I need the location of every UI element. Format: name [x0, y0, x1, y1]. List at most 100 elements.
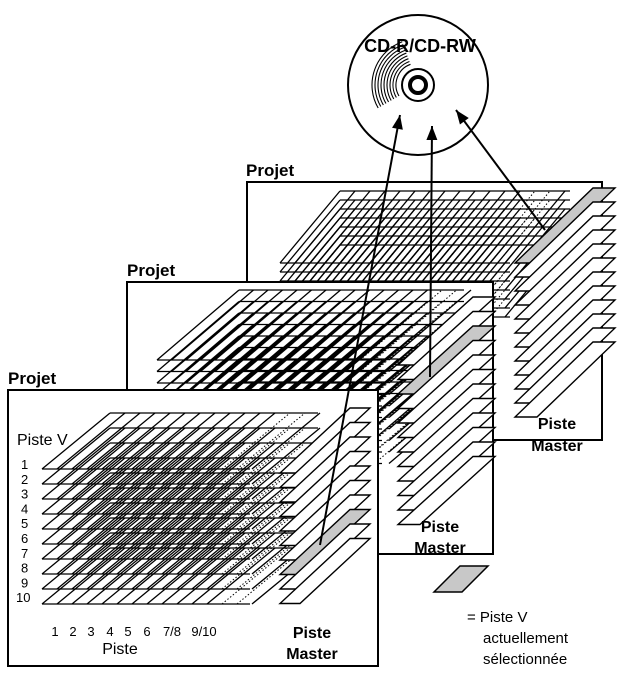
track-strip-edge — [116, 457, 186, 515]
track-strip-edge — [156, 312, 240, 384]
track-strip-edge — [116, 517, 186, 575]
track-strip-edge — [56, 532, 126, 590]
track-strip-edge — [116, 412, 186, 470]
legend-line3: sélectionnée — [483, 651, 567, 668]
track-strip-edge — [161, 472, 231, 530]
track-strip-edge — [161, 547, 231, 605]
track-strip-edge — [221, 487, 291, 545]
vtrack-number: 7 — [21, 546, 28, 561]
vtrack-number: 2 — [21, 472, 28, 487]
track-strip-edge — [221, 442, 291, 500]
track-strip-edge — [236, 517, 306, 575]
track-strip-edge — [236, 532, 306, 590]
track-strip-edge — [236, 412, 306, 470]
track-strip-edge — [131, 487, 201, 545]
track-strip-edge — [56, 547, 126, 605]
track-strip-edge — [146, 532, 216, 590]
track-strip-edge — [221, 427, 291, 485]
master-track-stack-middle — [396, 296, 497, 526]
legend-line2: actuellement — [483, 630, 569, 647]
cd-hub-inner — [408, 75, 428, 95]
track-strip-edge — [191, 532, 261, 590]
track-strip-edge — [161, 532, 231, 590]
track-strip-edge — [71, 517, 141, 575]
track-strip-edge — [251, 427, 321, 485]
track-strip-edge — [86, 442, 156, 500]
legend-selected-swatch — [432, 565, 490, 593]
track-strip-edge — [191, 427, 261, 485]
track-strip-edge — [221, 412, 291, 470]
track-strip-edge — [146, 457, 216, 515]
track-strip-edge — [41, 547, 111, 605]
legend-line1: = Piste V — [467, 609, 527, 626]
track-strip-edge — [71, 442, 141, 500]
track-strip-edge — [101, 517, 171, 575]
track-strip-edge — [116, 442, 186, 500]
vtrack-number: 1 — [21, 457, 28, 472]
track-strip-edge — [101, 457, 171, 515]
track-strip-edge — [236, 457, 306, 515]
cd-groove — [374, 44, 404, 107]
track-strip-edge — [56, 517, 126, 575]
track-strip-edge — [279, 208, 341, 282]
track-strip-edge — [41, 532, 111, 590]
track-strip-edge — [71, 427, 141, 485]
track-strip-edge — [71, 472, 141, 530]
track-strip-edge — [131, 457, 201, 515]
track-strip-edge — [161, 427, 231, 485]
master-label-front-line2: Master — [286, 646, 338, 663]
track-strip-edge — [236, 427, 306, 485]
vtrack-number: 6 — [21, 531, 28, 546]
track-strip-edge — [474, 235, 536, 309]
track-strip-edge — [116, 472, 186, 530]
export-arrow-head — [456, 110, 469, 125]
track-strip-edge — [161, 442, 231, 500]
track-strip-edge — [86, 517, 156, 575]
track-strip-edge — [161, 487, 231, 545]
track-strip-edge — [251, 412, 321, 470]
track-number: 5 — [124, 624, 131, 639]
track-strip-edge — [86, 532, 156, 590]
master-track — [278, 537, 372, 605]
track-strip-edge — [206, 502, 276, 560]
legend: = Piste V actuellement sélectionnée — [432, 565, 569, 668]
track-strip-edge — [176, 502, 246, 560]
track-strip-edge — [161, 517, 231, 575]
track-strip-edge — [101, 472, 171, 530]
cd-groove — [389, 58, 409, 100]
track-strip-edge — [116, 427, 186, 485]
track-strip-edge — [101, 532, 171, 590]
vtrack-number: 10 — [16, 590, 30, 605]
master-track — [513, 341, 617, 418]
cd-groove — [371, 41, 403, 109]
track-strip-edge — [206, 487, 276, 545]
master-label-middle-line1: Piste — [421, 519, 459, 536]
track-strip-edge — [131, 412, 201, 470]
vtrack-number: 3 — [21, 487, 28, 502]
track-strip-edge — [56, 502, 126, 560]
project-title-middle: Projet — [127, 261, 176, 280]
track-strip-edge — [146, 427, 216, 485]
track-strip-edge — [101, 547, 171, 605]
track-strip-edge — [279, 199, 341, 273]
vtrack-number: 8 — [21, 561, 28, 576]
track-number: 3 — [87, 624, 94, 639]
track-strip-edge — [146, 547, 216, 605]
track-strip-edge — [41, 412, 111, 470]
track-strip-edge — [156, 324, 240, 395]
vtrack-heading: Piste V — [17, 432, 68, 449]
track-strip-edge — [86, 487, 156, 545]
track-strip-edge — [146, 517, 216, 575]
track-strip-edge — [101, 442, 171, 500]
track-strip-edge — [86, 472, 156, 530]
master-label-back-line1: Piste — [538, 416, 576, 433]
vtrack-layer — [41, 412, 321, 470]
track-number: 1 — [51, 624, 58, 639]
track-strip-edge — [116, 547, 186, 605]
track-strip-edge — [221, 547, 291, 605]
track-strip-edge — [191, 547, 261, 605]
track-strip-edge — [131, 517, 201, 575]
